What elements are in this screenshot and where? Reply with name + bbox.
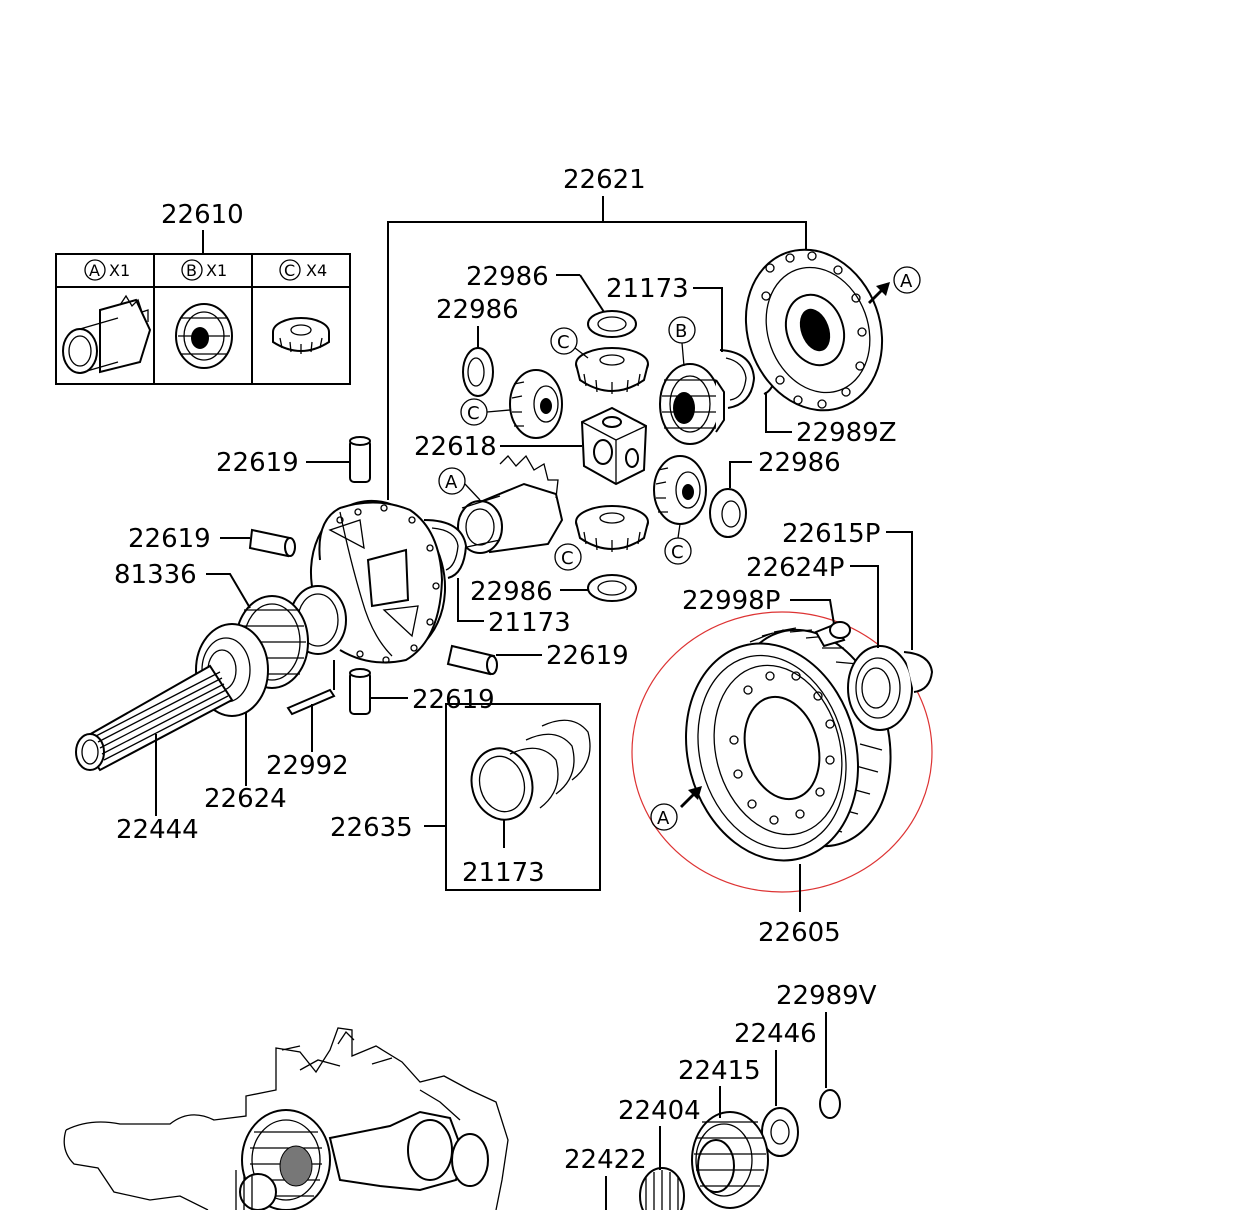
pin-22619-bottom	[349, 668, 371, 715]
pinion-gear-c-bottom	[575, 505, 649, 552]
ring-22989V	[819, 1089, 841, 1119]
kit-col-c-letter: C	[284, 261, 295, 280]
label-21173-top[interactable]: 21173	[606, 274, 689, 304]
label-22610[interactable]: 22610	[161, 200, 244, 230]
side-gear-b	[659, 363, 725, 445]
side-gear-a	[457, 454, 564, 554]
label-22619-bottom[interactable]: 22619	[412, 685, 495, 715]
pin-22619-top	[349, 436, 371, 483]
pin-22619-right	[446, 644, 498, 676]
label-21173-center[interactable]: 21173	[488, 608, 571, 638]
label-22989V[interactable]: 22989V	[776, 981, 877, 1011]
highlight-circle	[631, 611, 933, 893]
label-22624[interactable]: 22624	[204, 784, 287, 814]
callout-a-gear: A	[657, 808, 670, 829]
pinion-shaft-block-22618	[580, 406, 648, 486]
bolt-22998P	[814, 621, 851, 648]
differential-case	[289, 499, 447, 664]
label-22992[interactable]: 22992	[266, 751, 349, 781]
kit-gear-c-icon	[272, 317, 330, 354]
kit-col-a-letter: A	[89, 261, 100, 280]
callout-b: B	[675, 321, 687, 342]
pinion-gear-c-top	[575, 347, 649, 394]
kit-col-a-qty: X1	[109, 261, 130, 280]
label-22446[interactable]: 22446	[734, 1019, 817, 1049]
label-22635[interactable]: 22635	[330, 813, 413, 843]
label-22618[interactable]: 22618	[414, 432, 497, 462]
label-22415[interactable]: 22415	[678, 1056, 761, 1086]
label-22998P[interactable]: 22998P	[682, 586, 780, 616]
label-22624P[interactable]: 22624P	[746, 553, 844, 583]
kit-col-b-letter: B	[186, 261, 197, 280]
washer-22986-top	[587, 310, 637, 338]
bracket-22621	[387, 196, 807, 500]
label-22444[interactable]: 22444	[116, 815, 199, 845]
label-22986-right[interactable]: 22986	[758, 448, 841, 478]
pinion-gear-c-right	[653, 455, 707, 525]
gear-22415	[691, 1111, 769, 1209]
label-22422[interactable]: 22422	[564, 1145, 647, 1175]
washer-22986-right	[709, 488, 747, 538]
clip-21173-center	[423, 519, 468, 579]
callout-c-bottom: C	[561, 548, 574, 569]
pin-22619-left	[248, 528, 296, 558]
callout-c-right: C	[671, 542, 684, 563]
transaxle-assembly-illustration	[63, 1027, 509, 1210]
label-22404[interactable]: 22404	[618, 1096, 701, 1126]
label-22986-top[interactable]: 22986	[466, 262, 549, 292]
pinion-gear-c-left	[509, 369, 563, 439]
label-22619-left[interactable]: 22619	[128, 524, 211, 554]
shaft-22444	[75, 664, 234, 772]
clip-21173-top	[719, 349, 756, 409]
label-22605[interactable]: 22605	[758, 918, 841, 948]
label-22989Z[interactable]: 22989Z	[796, 418, 897, 448]
label-22619-top[interactable]: 22619	[216, 448, 299, 478]
final-drive-gear-22605	[631, 611, 933, 893]
roll-pin-22992	[286, 688, 336, 716]
spring-kit-22635	[445, 703, 601, 891]
shim-22615P	[903, 651, 934, 693]
label-22619-right[interactable]: 22619	[546, 641, 629, 671]
label-22986-left[interactable]: 22986	[436, 295, 519, 325]
label-22615P[interactable]: 22615P	[782, 519, 880, 549]
case-flange	[744, 248, 884, 412]
callout-a-center: A	[445, 472, 458, 493]
kit-col-b-qty: X1	[206, 261, 227, 280]
label-21173-kit[interactable]: 21173	[462, 858, 545, 888]
kit-gear-a-icon	[62, 294, 152, 374]
needle-bearing-22404	[639, 1167, 685, 1210]
kit-table-22610: A X1 B X1 C X4	[55, 230, 351, 385]
label-22986-bottom[interactable]: 22986	[470, 577, 553, 607]
label-22621[interactable]: 22621	[563, 165, 646, 195]
kit-gear-b-icon	[175, 303, 233, 369]
washer-22986-bottom	[587, 574, 637, 602]
callout-a-flange: A	[900, 271, 913, 292]
callout-c-left: C	[467, 403, 480, 424]
bearing-22624P	[847, 645, 913, 731]
label-81336[interactable]: 81336	[114, 560, 197, 590]
kit-col-c-qty: X4	[306, 261, 327, 280]
callout-c-top: C	[557, 332, 570, 353]
